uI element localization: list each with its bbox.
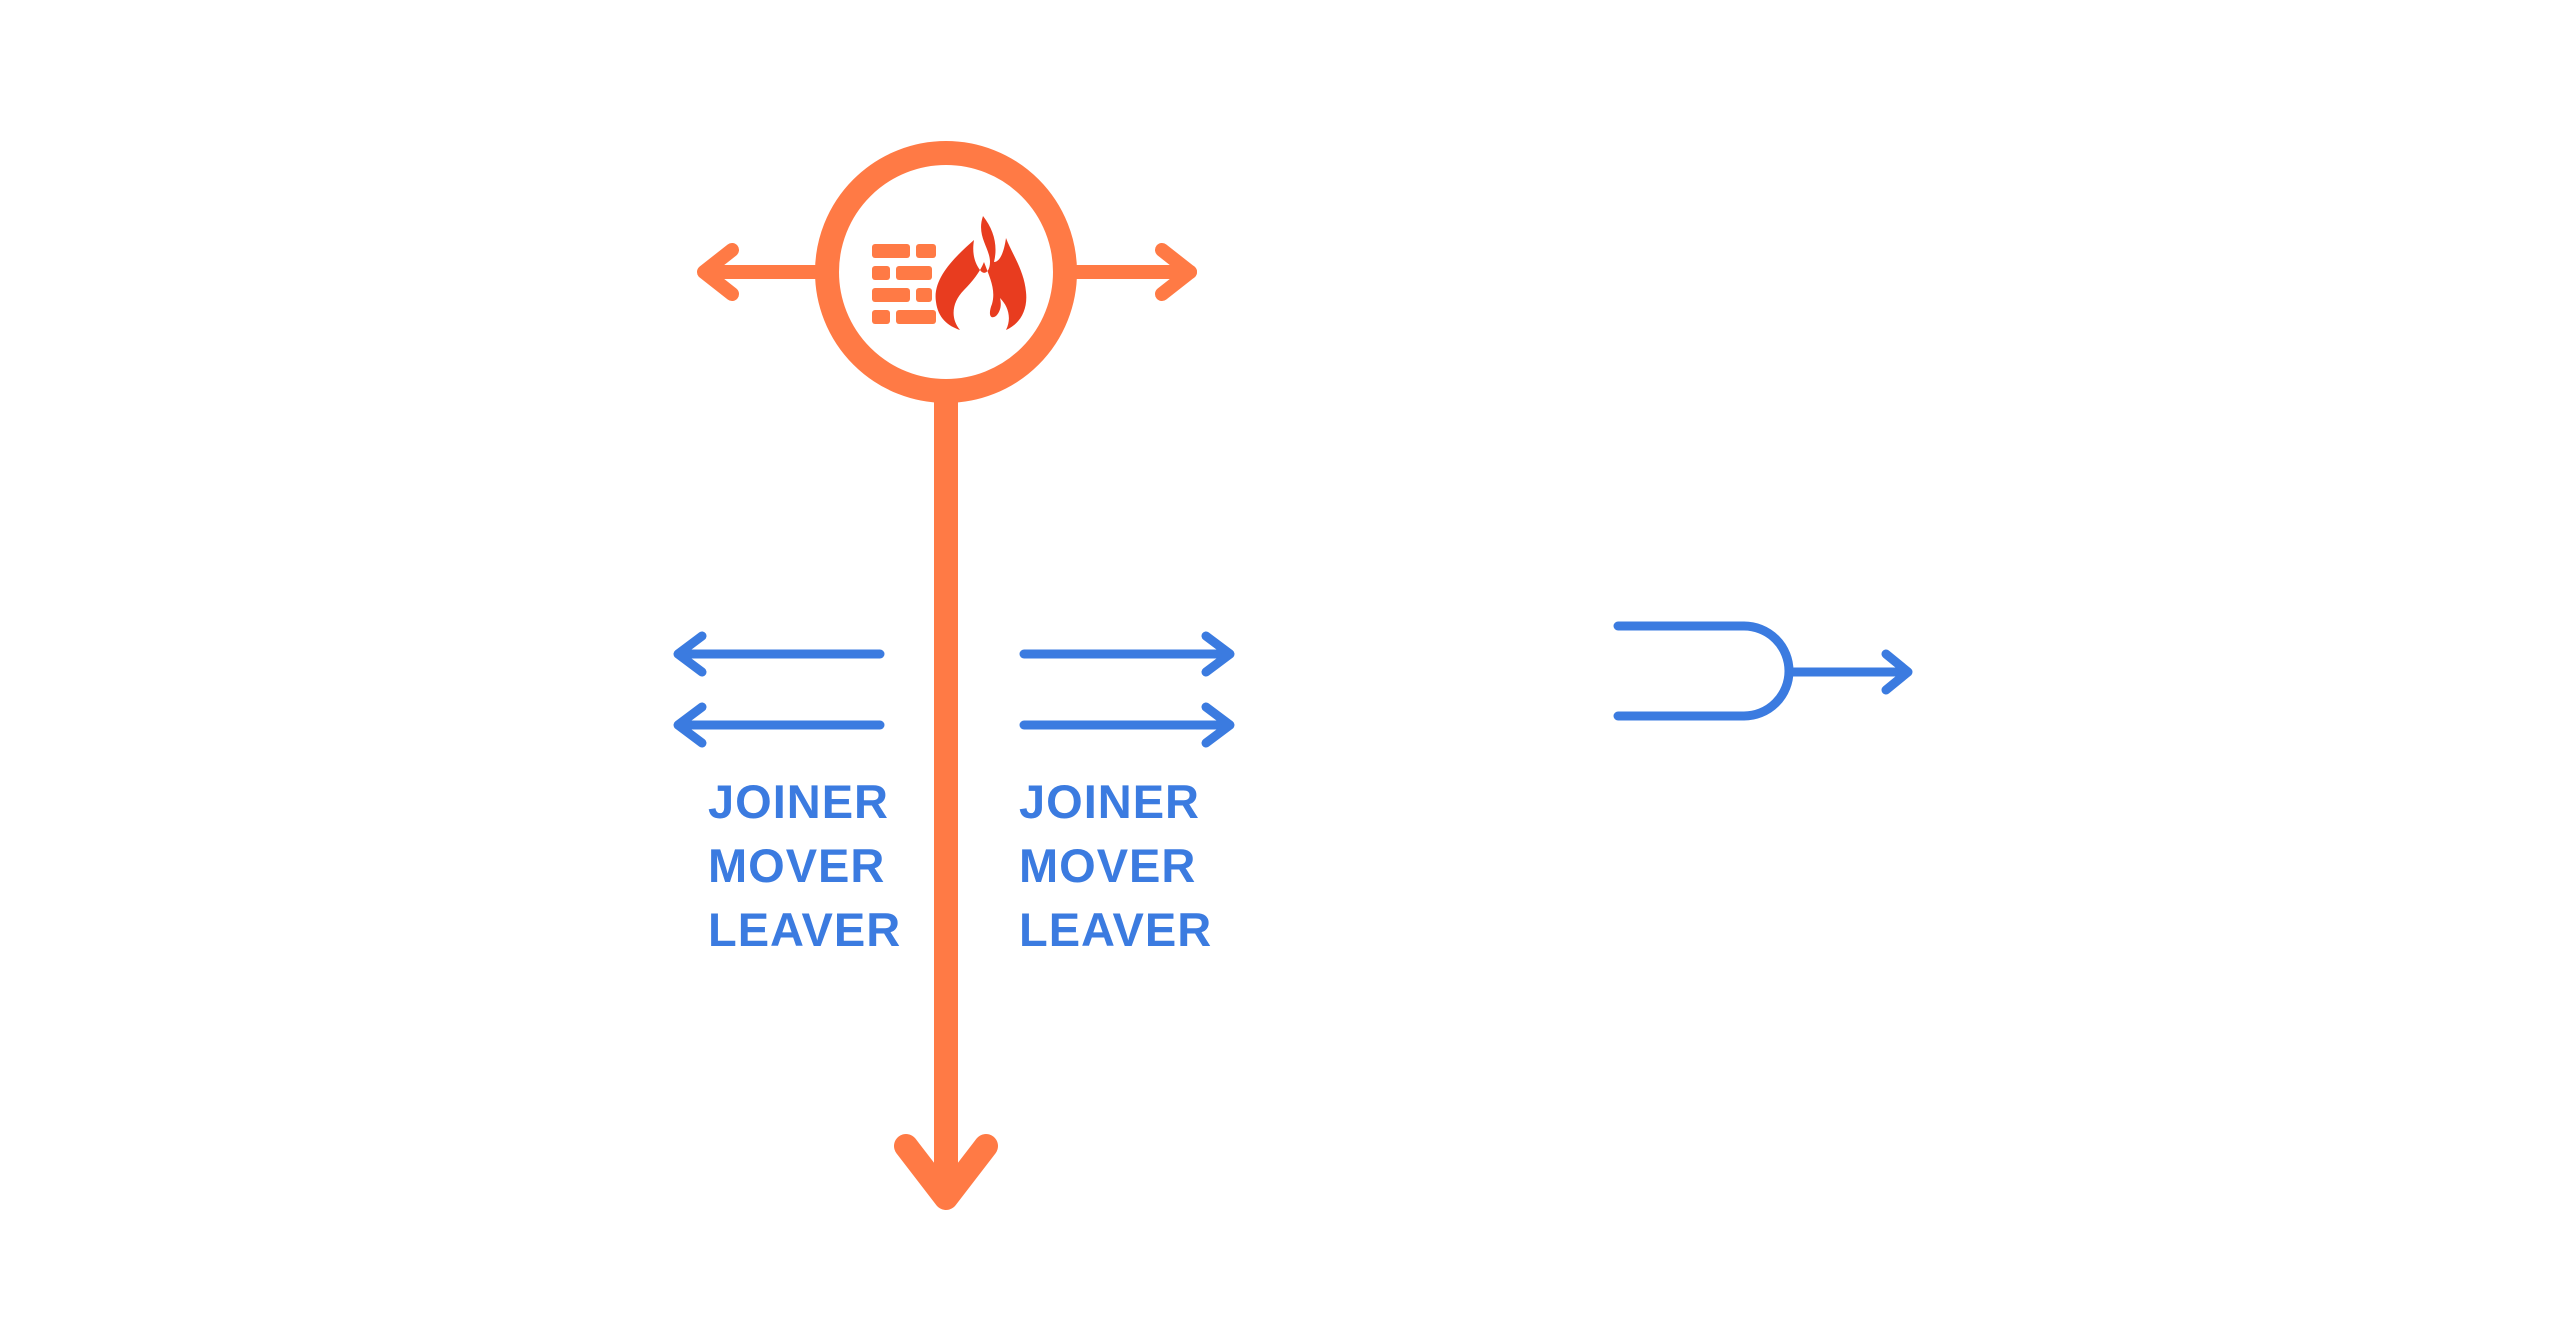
right-arrow-bottom-head (1201, 702, 1235, 748)
right-label-mover: MOVER (1019, 839, 1197, 892)
left-arrow-bottom-head (673, 702, 707, 748)
firewall-hub (697, 141, 1197, 1210)
right-label-leaver: LEAVER (1019, 903, 1213, 956)
firewall-arrow-left-head (697, 243, 739, 301)
right-lifecycle-labels: JOINER MOVER LEAVER (1019, 770, 1212, 962)
left-label-leaver: LEAVER (708, 903, 902, 956)
right-arrow-top-head (1201, 631, 1235, 677)
left-arrow-top-head (673, 631, 707, 677)
firewall-arrow-down-head (894, 1134, 998, 1210)
left-flow-arrows (673, 631, 885, 748)
firewall-icon (872, 216, 1027, 330)
merge-connector-icon (1613, 621, 1913, 721)
flame-icon (935, 216, 1027, 330)
right-flow-arrows (1019, 631, 1235, 748)
left-lifecycle-labels: JOINER MOVER LEAVER (708, 770, 901, 962)
right-label-joiner: JOINER (1019, 775, 1200, 828)
merge-connector-shape (1613, 621, 1794, 721)
merge-arrow-head (1881, 649, 1913, 695)
firewall-arrow-right-head (1155, 243, 1197, 301)
left-label-joiner: JOINER (708, 775, 889, 828)
brick-wall-icon (872, 244, 936, 324)
left-label-mover: MOVER (708, 839, 886, 892)
